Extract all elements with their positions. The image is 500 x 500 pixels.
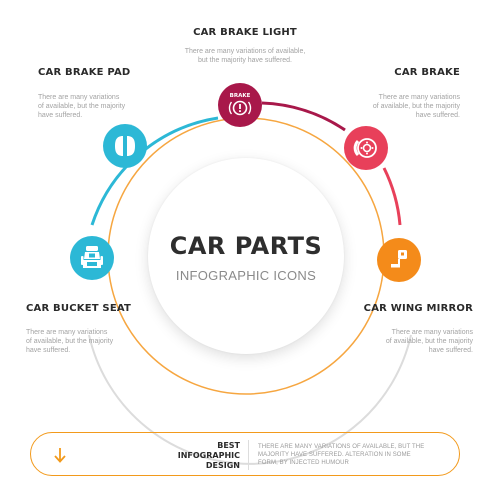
bucket-seat-desc: There are many variations of available, … [26,328,113,355]
brake-light-circle: BRAKE [218,83,262,127]
brake-light-icon-label: BRAKE [230,93,251,99]
bottom-desc-line: THERE ARE MANY VARIATIONS OF AVAILABLE, … [258,444,425,450]
wing-mirror-title: CAR WING MIRROR [363,303,473,314]
bottom-banner [30,432,460,476]
center-circle [148,158,344,354]
brake-light-desc-line: but the majority have suffered. [197,57,293,64]
brake-title: CAR BRAKE [394,67,460,78]
wing-mirror-desc-line: have suffered. [428,347,473,354]
brake-pad-circle [103,124,147,168]
brake-pad-title: CAR BRAKE PAD [38,67,131,78]
bucket-seat-icon [81,246,103,268]
best-design-line: DESIGN [205,461,240,470]
wing-mirror-desc: There are many variations of available, … [330,328,473,355]
bottom-description: THERE ARE MANY VARIATIONS OF AVAILABLE, … [258,443,424,467]
brake-pad-desc-line: of available, but the majority [38,103,126,110]
bottom-separator [248,440,249,470]
brake-desc-line: There are many variations [378,94,460,101]
best-design-line: INFOGRAPHIC [177,451,240,460]
main-title: CAR PARTS [169,232,323,260]
bucket-seat-title: CAR BUCKET SEAT [26,303,132,314]
brake-disc-circle [344,126,388,170]
bottom-desc-line: MAJORITY HAVE SUFFERED. ALTERATION IN SO… [258,452,411,458]
wing-mirror-desc-line: of available, but the majority [385,338,473,345]
bucket-seat-desc-line: of available, but the majority [26,338,114,345]
brake-pad-icon [115,136,135,156]
best-design-line: BEST [217,441,240,450]
bucket-seat-circle [70,236,114,280]
brake-disc-icon [353,138,377,158]
brake-light-desc-line: There are many variations of available, [184,48,306,55]
best-design-label: BEST INFOGRAPHIC DESIGN [170,441,240,471]
bucket-seat-desc-line: have suffered. [26,347,71,354]
bottom-desc-line: FORM, BY INJECTED HUMOUR [258,460,349,466]
arrow-down-icon [54,448,66,463]
wing-mirror-desc-line: There are many variations [391,329,473,336]
wing-mirror-circle [377,238,421,282]
brake-pad-desc-line: have suffered. [38,112,83,119]
red-arc [382,167,402,226]
outer-grey-arc [88,334,412,465]
main-subtitle: INFOGRAPHIC ICONS [175,268,317,283]
brake-light-desc: There are many variations of available, … [170,47,320,65]
brake-desc: There are many variations of available, … [340,93,460,120]
maroon-arc [261,101,346,132]
brake-pad-desc-line: There are many variations [38,94,120,101]
brake-light-icon: BRAKE [228,93,252,116]
bucket-seat-desc-line: There are many variations [26,329,108,336]
brake-desc-line: have suffered. [415,112,460,119]
wing-mirror-icon [391,250,407,268]
brake-light-title: CAR BRAKE LIGHT [193,27,297,38]
brake-desc-line: of available, but the majority [372,103,460,110]
brake-pad-desc: There are many variations of available, … [38,93,125,120]
